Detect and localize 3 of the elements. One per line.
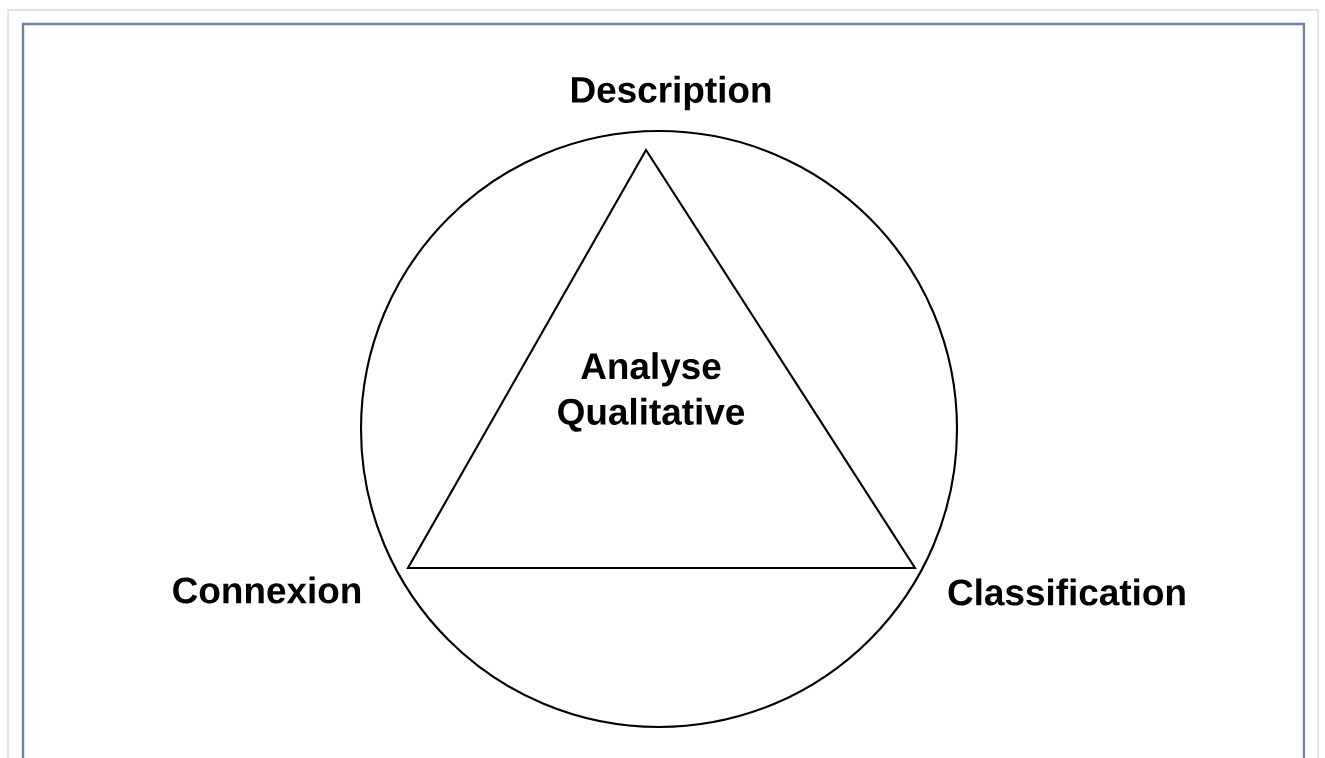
vertex-label: Classification xyxy=(948,578,1185,606)
vertex-label: Connexion xyxy=(173,576,361,604)
vertex-label: Description xyxy=(572,75,771,111)
